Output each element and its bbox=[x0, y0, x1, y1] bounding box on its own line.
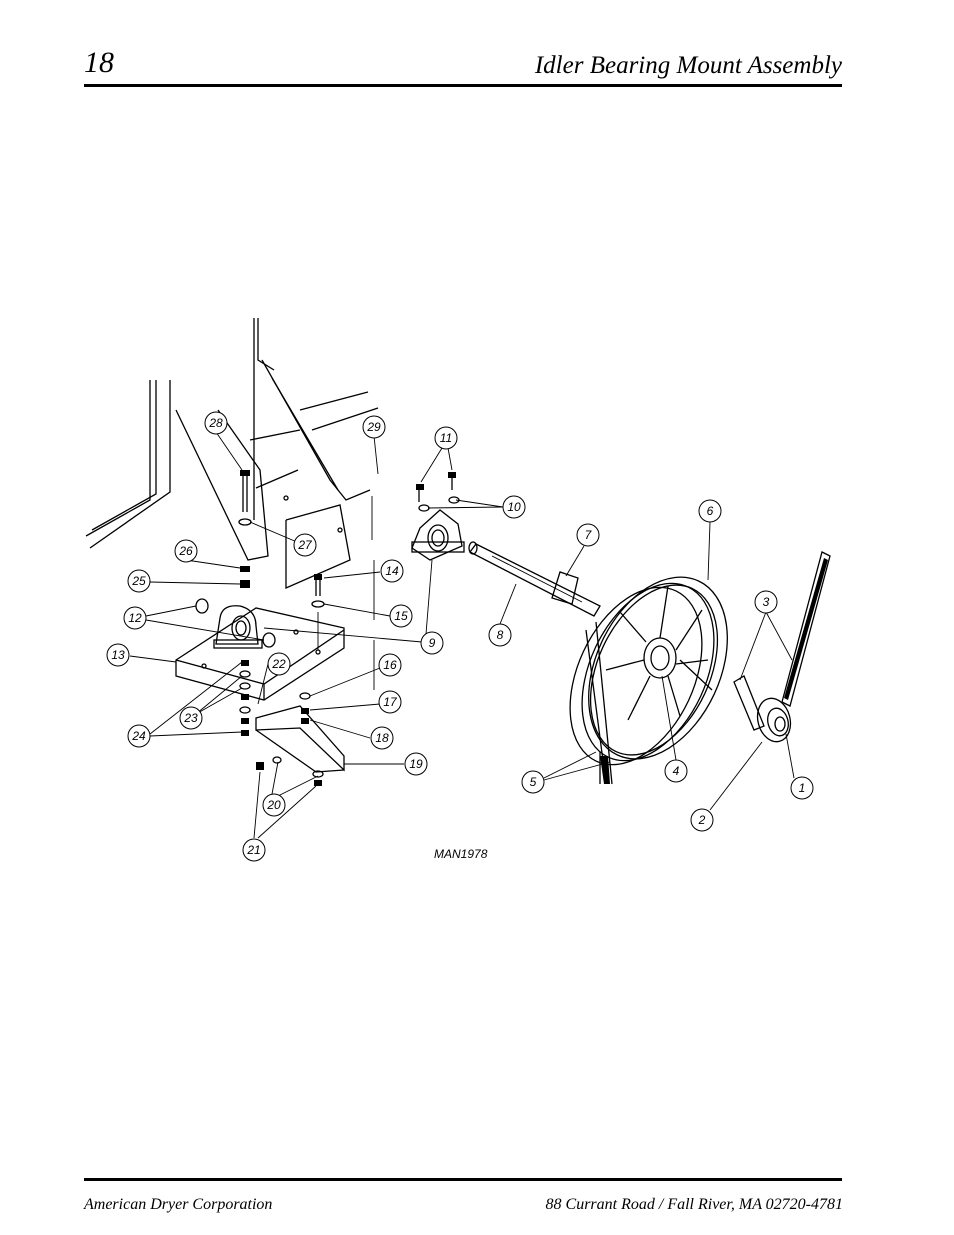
page-title: Idler Bearing Mount Assembly bbox=[534, 52, 842, 79]
header-rule bbox=[84, 84, 842, 87]
footer-company: American Dryer Corporation bbox=[84, 1196, 273, 1213]
callout-25: 25 bbox=[127, 569, 151, 593]
svg-text:17: 17 bbox=[383, 695, 398, 709]
svg-text:10: 10 bbox=[507, 500, 521, 514]
svg-text:15: 15 bbox=[394, 609, 408, 623]
callout-3: 3 bbox=[754, 590, 778, 614]
callout-10: 10 bbox=[502, 495, 526, 519]
svg-text:11: 11 bbox=[440, 431, 452, 445]
callout-5: 5 bbox=[521, 770, 545, 794]
svg-text:12: 12 bbox=[128, 611, 142, 625]
callout-29: 29 bbox=[362, 415, 386, 439]
svg-text:29: 29 bbox=[366, 420, 381, 434]
callout-14: 14 bbox=[380, 559, 404, 583]
callout-11: 11 bbox=[434, 426, 458, 450]
svg-text:19: 19 bbox=[409, 757, 423, 771]
callout-7: 7 bbox=[576, 523, 600, 547]
callout-27: 27 bbox=[293, 533, 317, 557]
motor-sheave bbox=[733, 551, 831, 743]
drawing-id: MAN1978 bbox=[434, 847, 488, 861]
left-bearing-mount bbox=[175, 598, 345, 701]
callout-16: 16 bbox=[378, 653, 402, 677]
svg-text:16: 16 bbox=[383, 658, 397, 672]
lower-hardware-stack bbox=[239, 660, 251, 736]
svg-text:7: 7 bbox=[585, 528, 593, 542]
svg-text:23: 23 bbox=[183, 711, 198, 725]
callout-1: 1 bbox=[790, 776, 814, 800]
svg-text:3: 3 bbox=[763, 595, 770, 609]
svg-text:28: 28 bbox=[208, 416, 223, 430]
right-bearing bbox=[411, 472, 465, 561]
svg-text:22: 22 bbox=[271, 657, 286, 671]
svg-text:20: 20 bbox=[266, 798, 281, 812]
callout-23: 23 bbox=[179, 706, 203, 730]
callout-8: 8 bbox=[488, 623, 512, 647]
callout-20: 20 bbox=[262, 793, 286, 817]
callout-19: 19 bbox=[404, 752, 428, 776]
callout-6: 6 bbox=[698, 499, 722, 523]
leader-lines bbox=[129, 431, 795, 839]
svg-text:14: 14 bbox=[385, 564, 399, 578]
callout-22: 22 bbox=[267, 652, 291, 676]
svg-text:6: 6 bbox=[707, 504, 714, 518]
footer-rule bbox=[84, 1178, 842, 1181]
idler-shaft bbox=[468, 541, 601, 617]
callout-17: 17 bbox=[378, 690, 402, 714]
center-bolt bbox=[311, 574, 325, 650]
callout-21: 21 bbox=[242, 838, 266, 862]
callouts: 1 2 3 4 5 6 7 8 9 10 11 12 13 14 15 16 1… bbox=[106, 411, 814, 862]
svg-text:25: 25 bbox=[131, 574, 146, 588]
svg-text:24: 24 bbox=[131, 729, 146, 743]
drive-belt bbox=[585, 621, 613, 785]
large-pulley bbox=[569, 576, 728, 766]
svg-text:8: 8 bbox=[497, 628, 504, 642]
svg-text:4: 4 bbox=[673, 764, 680, 778]
svg-text:9: 9 bbox=[429, 636, 436, 650]
dryer-frame bbox=[85, 318, 379, 690]
svg-text:5: 5 bbox=[530, 775, 537, 789]
callout-9: 9 bbox=[420, 631, 444, 655]
callout-18: 18 bbox=[370, 726, 394, 750]
left-bolt-stack bbox=[238, 470, 252, 588]
callout-28: 28 bbox=[204, 411, 228, 435]
callout-12: 12 bbox=[123, 606, 147, 630]
callout-13: 13 bbox=[106, 643, 130, 667]
callout-2: 2 bbox=[690, 808, 714, 832]
svg-text:13: 13 bbox=[111, 648, 125, 662]
callout-15: 15 bbox=[389, 604, 413, 628]
footer-address: 88 Currant Road / Fall River, MA 02720-4… bbox=[545, 1196, 843, 1213]
svg-text:21: 21 bbox=[246, 843, 260, 857]
svg-text:27: 27 bbox=[297, 538, 313, 552]
svg-text:18: 18 bbox=[375, 731, 389, 745]
svg-text:2: 2 bbox=[698, 813, 706, 827]
callout-4: 4 bbox=[664, 759, 688, 783]
page-number: 18 bbox=[84, 46, 114, 79]
svg-text:1: 1 bbox=[799, 781, 806, 795]
lower-bracket bbox=[255, 692, 345, 786]
callout-26: 26 bbox=[174, 539, 198, 563]
svg-text:26: 26 bbox=[178, 544, 193, 558]
callout-24: 24 bbox=[127, 724, 151, 748]
